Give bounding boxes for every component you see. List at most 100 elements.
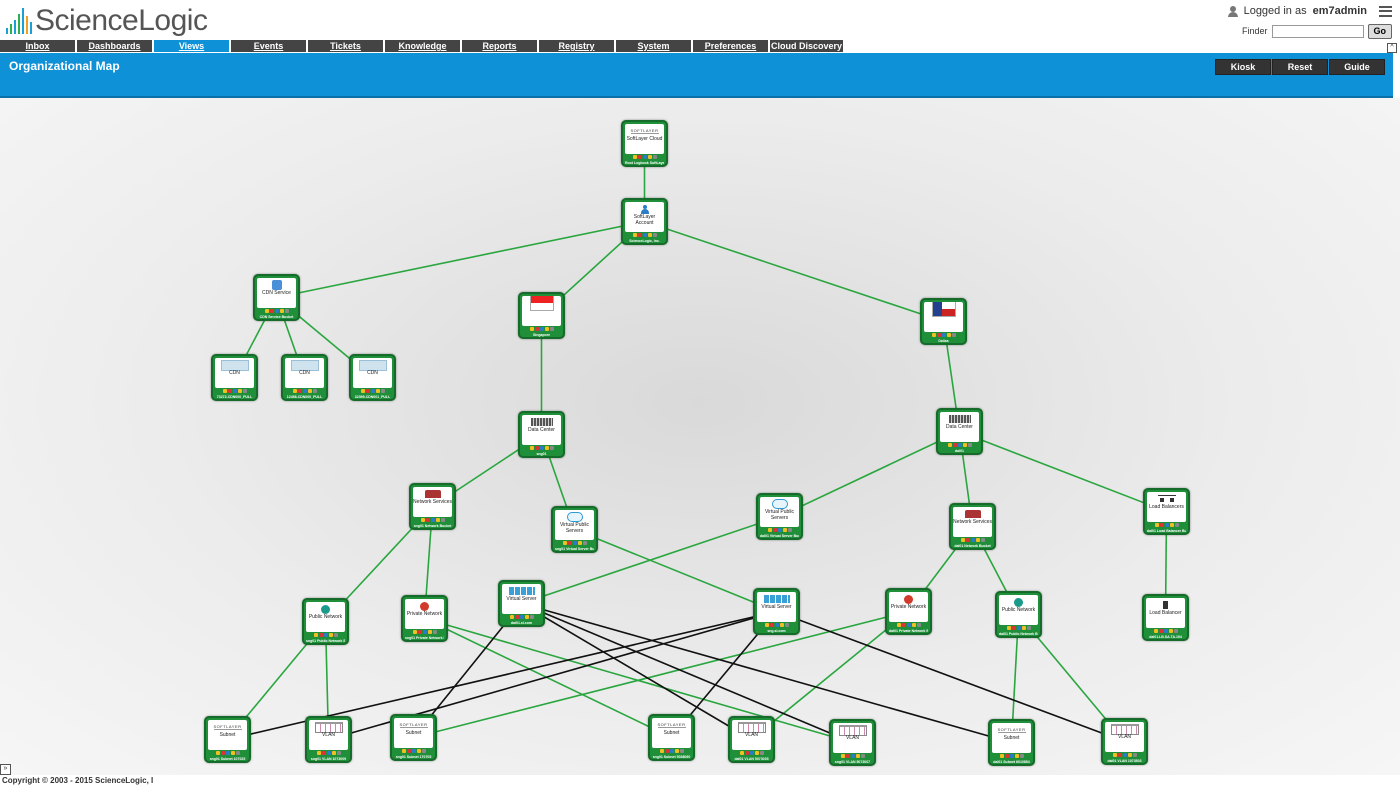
status-indicator-icon: [230, 751, 235, 755]
map-node-sublabel: dal01.LB.SA.TA.194: [1149, 635, 1182, 639]
map-node-status-icons: [502, 615, 541, 620]
map-node-status-icons: [889, 623, 928, 628]
map-node-status-icons: [1147, 523, 1186, 528]
map-node-body: [924, 302, 963, 332]
finder-go-button[interactable]: Go: [1367, 23, 1392, 39]
status-indicator-icon: [1153, 629, 1158, 633]
status-indicator-icon: [936, 333, 941, 337]
hamburger-menu-icon[interactable]: [1379, 5, 1392, 17]
map-node[interactable]: Network Services dal01 Network Bucket: [949, 503, 996, 550]
map-node-body: Private Network: [405, 599, 444, 629]
collapse-header-icon[interactable]: ^: [1387, 43, 1397, 53]
status-indicator-icon: [1016, 626, 1021, 630]
sciencelogic-logo[interactable]: ScienceLogic: [6, 2, 208, 38]
load-balancer-single-icon: [1163, 600, 1168, 610]
expand-panel-icon[interactable]: »: [0, 764, 11, 775]
status-indicator-icon: [321, 751, 326, 755]
status-indicator-icon: [652, 155, 657, 159]
user-area: Logged in as em7admin Finder Go: [1227, 2, 1392, 40]
status-indicator-icon: [544, 327, 549, 331]
status-indicator-icon: [274, 309, 279, 313]
status-indicator-icon: [292, 389, 297, 393]
status-indicator-icon: [549, 327, 554, 331]
tab-knowledge[interactable]: Knowledge: [385, 40, 460, 52]
status-indicator-icon: [1117, 753, 1122, 757]
map-node[interactable]: Singapore: [518, 292, 565, 339]
map-node-label: Private Network: [406, 611, 443, 617]
map-link-green: [276, 220, 645, 299]
tab-views[interactable]: Views: [154, 40, 229, 52]
status-indicator-icon: [302, 389, 307, 393]
status-indicator-icon: [952, 443, 957, 447]
map-node[interactable]: Dallas: [920, 298, 967, 345]
map-node-status-icons: [940, 443, 979, 448]
tab-system[interactable]: System: [616, 40, 691, 52]
map-node-body: VLAN: [833, 723, 872, 753]
tab-tickets[interactable]: Tickets: [308, 40, 383, 52]
tab-dashboards[interactable]: Dashboards: [77, 40, 152, 52]
status-indicator-icon: [427, 630, 432, 634]
reset-button[interactable]: Reset: [1272, 59, 1328, 75]
map-link-green: [574, 528, 777, 613]
map-node-body: CDN: [285, 358, 324, 388]
tab-events[interactable]: Events: [231, 40, 306, 52]
tab-cloud-discovery[interactable]: Cloud Discovery: [770, 40, 843, 52]
status-indicator-icon: [1122, 753, 1127, 757]
status-indicator-icon: [980, 538, 985, 542]
map-node-status-icons: [953, 538, 992, 543]
map-node-status-icons: [732, 751, 771, 756]
tab-registry[interactable]: Registry: [539, 40, 614, 52]
guide-button[interactable]: Guide: [1329, 59, 1385, 75]
status-indicator-icon: [779, 623, 784, 627]
map-node-status-icons: [625, 233, 664, 238]
status-indicator-icon: [328, 633, 333, 637]
status-indicator-icon: [430, 518, 435, 522]
map-node-label: Virtual Public Servers: [764, 509, 795, 521]
status-indicator-icon: [754, 751, 759, 755]
status-indicator-icon: [1168, 629, 1173, 633]
status-indicator-icon: [360, 389, 365, 393]
map-node-label: Network Services: [953, 519, 992, 525]
status-indicator-icon: [970, 538, 975, 542]
status-indicator-icon: [549, 446, 554, 450]
tab-preferences[interactable]: Preferences: [693, 40, 768, 52]
kiosk-button[interactable]: Kiosk: [1215, 59, 1271, 75]
tab-inbox[interactable]: Inbox: [0, 40, 75, 52]
finder-label: Finder: [1241, 26, 1268, 36]
map-node-body: Private Network: [889, 592, 928, 622]
status-indicator-icon: [420, 518, 425, 522]
status-indicator-icon: [767, 528, 772, 532]
map-link-black: [776, 610, 1125, 743]
finder-input[interactable]: [1271, 24, 1364, 38]
tab-reports[interactable]: Reports: [462, 40, 537, 52]
map-node-sublabel: dal01 Network Bucket: [954, 544, 991, 548]
